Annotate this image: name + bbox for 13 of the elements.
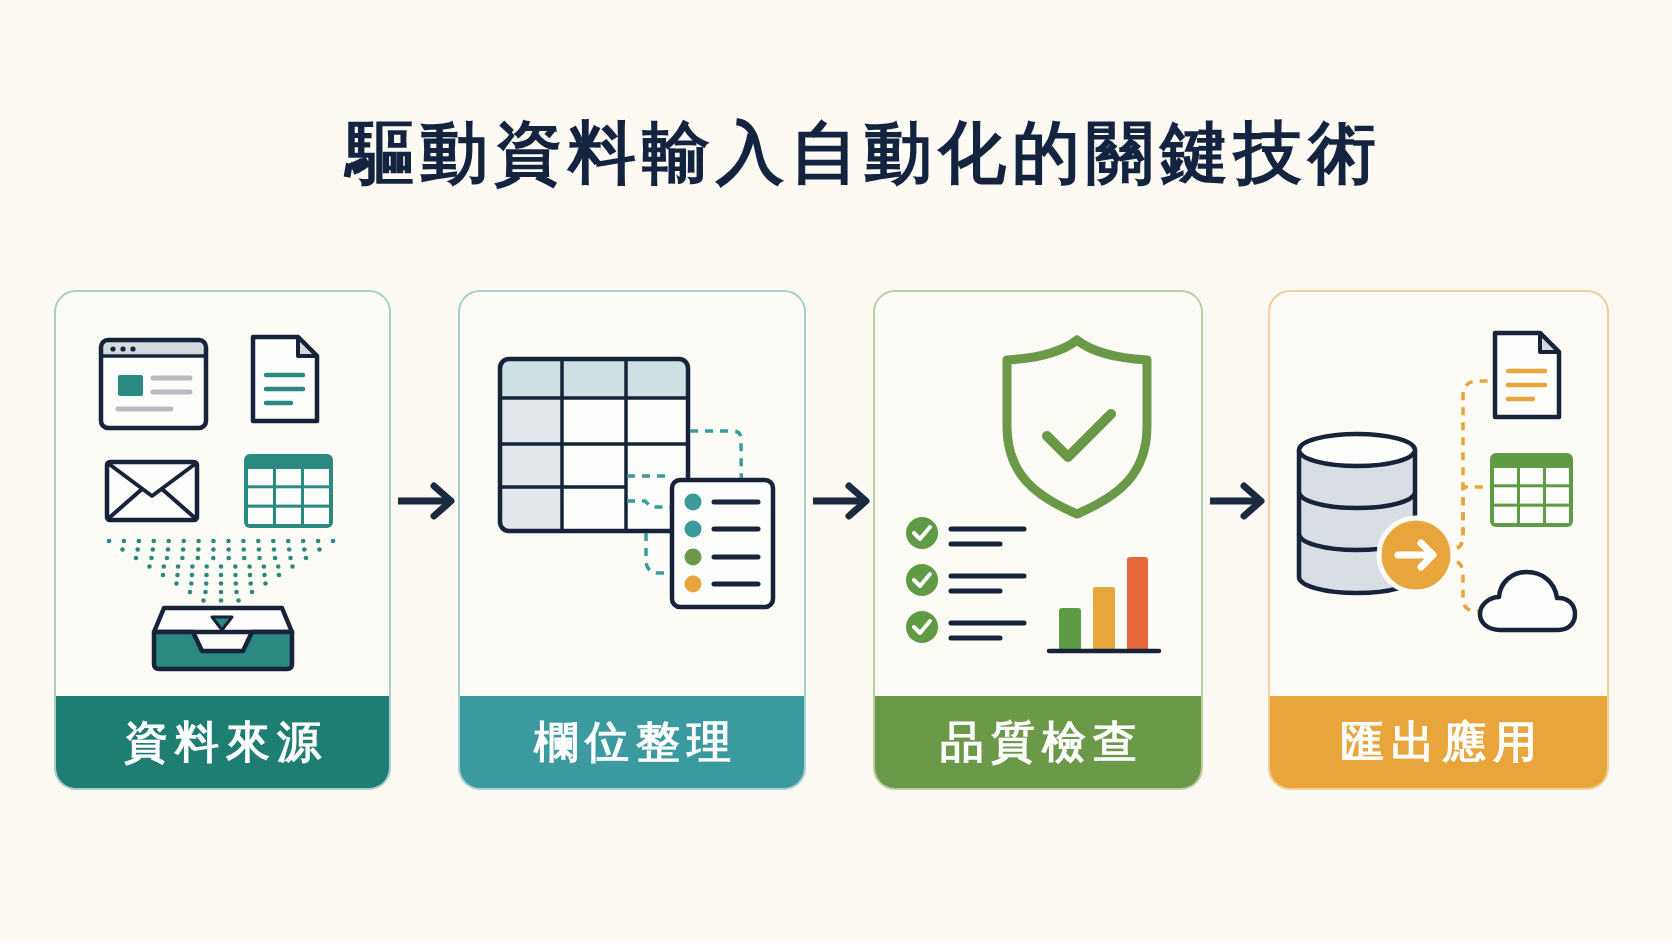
label-band: 資料來源 — [56, 696, 389, 788]
step-card — [458, 290, 806, 790]
cloud-icon — [1478, 568, 1577, 633]
label-band: 品質檢查 — [875, 696, 1201, 788]
step-card — [1268, 290, 1609, 790]
table-icon — [498, 357, 690, 533]
dashed-connector — [690, 429, 744, 478]
label-band: 欄位整理 — [460, 696, 804, 788]
step-card — [873, 290, 1203, 790]
document-icon — [1492, 330, 1562, 420]
list-icon — [670, 478, 775, 609]
label-band: 匯出應用 — [1270, 696, 1607, 788]
spreadsheet-icon — [1490, 453, 1573, 527]
